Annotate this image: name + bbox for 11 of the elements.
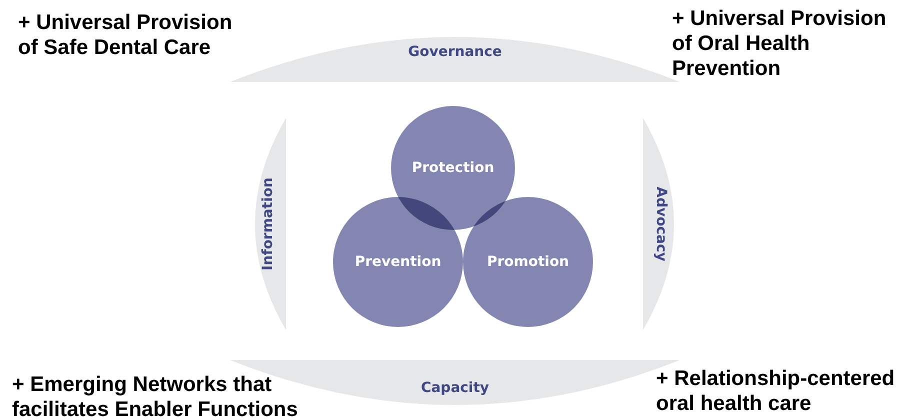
goal-note: + Emerging Networks that facilitates Enabler Functions — [12, 372, 299, 420]
goal-note: + Universal Provision of Safe Dental Care — [18, 10, 234, 60]
band-label: Capacity — [420, 380, 490, 396]
circle-label: Promotion — [486, 254, 570, 270]
goal-note: + Relationship-centered oral health care — [656, 366, 896, 416]
band-label: Advocacy — [653, 186, 669, 262]
band-label: Information — [260, 178, 276, 270]
circle-label: Protection — [412, 160, 494, 176]
band-label: Governance — [408, 44, 502, 60]
goal-note: + Universal Provision of Oral Health Prevention — [672, 6, 888, 81]
circle-label: Prevention — [354, 254, 442, 270]
